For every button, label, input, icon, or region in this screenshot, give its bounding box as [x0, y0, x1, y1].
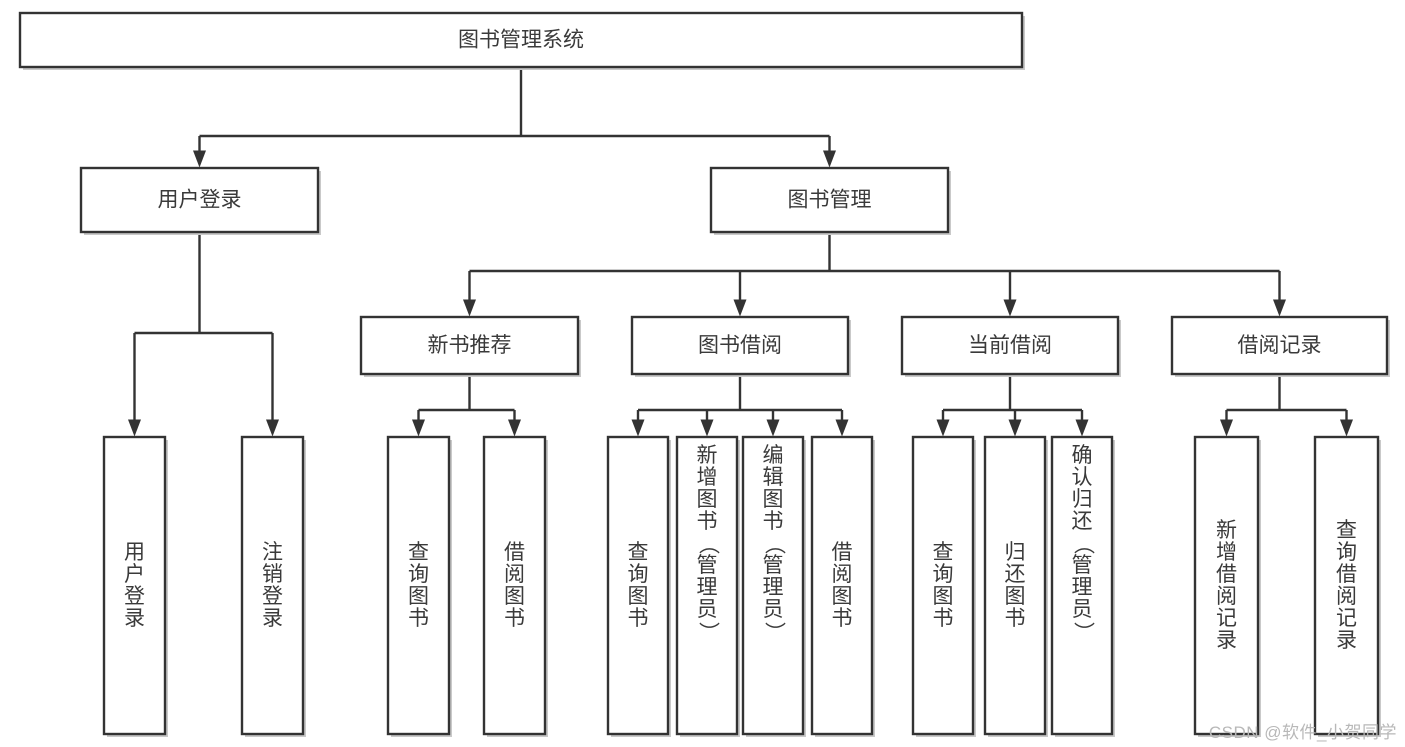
node-leaf-8[interactable]	[810, 435, 875, 737]
node-leaf-7[interactable]	[741, 435, 806, 737]
node-leaf-1[interactable]	[102, 435, 168, 737]
node-leaf-5[interactable]	[606, 435, 671, 737]
node-leaf-3[interactable]	[386, 435, 452, 737]
node-leaf-9[interactable]	[911, 435, 976, 737]
node-leaf-12[interactable]	[1193, 435, 1261, 737]
node-login[interactable]	[79, 166, 321, 235]
node-leaf-2[interactable]	[240, 435, 306, 737]
node-label-current: 当前借阅	[968, 334, 1052, 357]
node-borrow[interactable]	[630, 315, 851, 377]
node-label-record: 借阅记录	[1238, 334, 1322, 357]
node-record[interactable]	[1170, 315, 1390, 377]
node-label-borrow: 图书借阅	[698, 334, 782, 357]
node-leaf-11[interactable]	[1050, 435, 1115, 737]
node-leaf-10[interactable]	[983, 435, 1048, 737]
node-label-login: 用户登录	[158, 189, 242, 212]
node-leaf-4[interactable]	[482, 435, 548, 737]
node-newbook[interactable]	[359, 315, 581, 377]
node-root[interactable]	[18, 11, 1025, 70]
node-label-bookmgmt: 图书管理	[788, 189, 872, 212]
node-label-newbook: 新书推荐	[428, 334, 512, 357]
node-leaf-6[interactable]	[675, 435, 740, 737]
node-bookmgmt[interactable]	[709, 166, 951, 235]
node-label-root: 图书管理系统	[458, 29, 584, 52]
connector-layer	[128, 67, 1353, 437]
node-leaf-13[interactable]	[1313, 435, 1381, 737]
node-layer	[18, 11, 1390, 737]
node-current[interactable]	[900, 315, 1121, 377]
